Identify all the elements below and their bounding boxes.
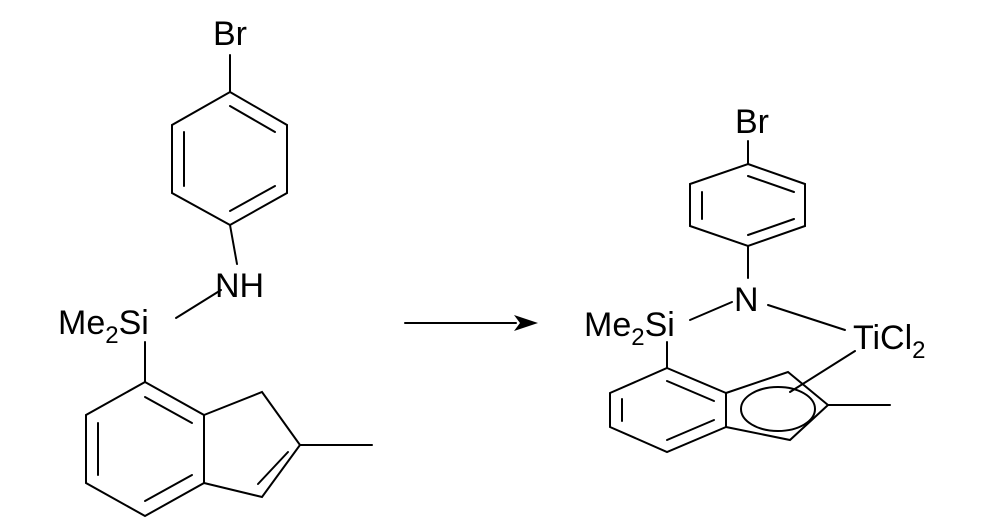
product-bromophenyl-ring — [690, 141, 805, 246]
reactant-silyl-label: Me2Si — [58, 304, 149, 349]
product-silyl-label: Me2Si — [584, 306, 675, 351]
arrow-head — [514, 315, 538, 331]
reactant-amine-label: NH — [215, 267, 264, 305]
product-n-si-bond — [690, 302, 732, 320]
product-nitrogen-label: N — [734, 281, 759, 319]
eta5-coordination-circle — [741, 387, 815, 431]
reactant-bromo-label: Br — [213, 15, 247, 53]
product-bromo-label: Br — [735, 103, 769, 141]
product-n-ti-bond — [768, 305, 845, 330]
reactant-molecule: Br NH Me2Si — [58, 15, 372, 516]
reaction-arrow — [405, 315, 538, 331]
product-molecule: Br N Me2Si TiCl2 — [584, 103, 926, 452]
product-metal-label: TiCl2 — [853, 319, 926, 364]
product-indenyl-ring — [610, 351, 890, 452]
reactant-aryl-n-bond — [230, 225, 237, 264]
product-ti-indenyl-bond — [790, 351, 855, 392]
reactant-indene-ring — [86, 382, 372, 516]
reactant-bromophenyl-ring — [172, 55, 287, 225]
